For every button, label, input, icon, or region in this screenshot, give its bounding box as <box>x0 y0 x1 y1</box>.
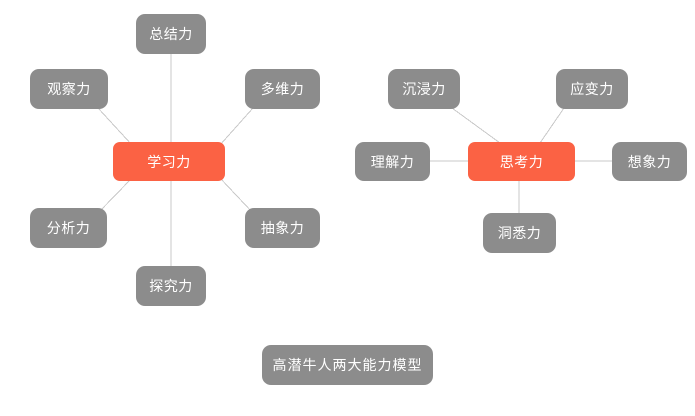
leaf-node-thinking-1[interactable]: 应变力 <box>556 69 628 109</box>
leaf-node-learning-1-label: 观察力 <box>47 81 91 97</box>
connector-line <box>97 107 133 146</box>
leaf-node-learning-4[interactable]: 抽象力 <box>245 208 320 248</box>
leaf-node-thinking-0[interactable]: 沉浸力 <box>388 69 460 109</box>
leaf-node-thinking-3-label: 想象力 <box>627 153 672 170</box>
hub-node-thinking-label: 思考力 <box>499 153 544 170</box>
hub-node-learning[interactable]: 学习力 <box>113 142 225 181</box>
connector-line <box>219 177 254 214</box>
connector-line <box>451 107 501 144</box>
diagram-caption[interactable]: 高潜牛人两大能力模型 <box>262 345 433 385</box>
connector-line <box>97 177 133 214</box>
leaf-node-learning-0[interactable]: 总结力 <box>136 14 206 54</box>
leaf-node-learning-2[interactable]: 多维力 <box>245 69 320 109</box>
leaf-node-learning-1[interactable]: 观察力 <box>30 69 108 109</box>
hub-node-learning-label: 学习力 <box>147 153 191 170</box>
leaf-node-thinking-4[interactable]: 洞悉力 <box>483 213 556 253</box>
leaf-node-thinking-0-label: 沉浸力 <box>402 81 446 97</box>
leaf-node-thinking-1-label: 应变力 <box>570 81 614 97</box>
leaf-node-learning-3[interactable]: 分析力 <box>30 208 107 248</box>
hub-node-thinking[interactable]: 思考力 <box>468 142 575 181</box>
leaf-node-thinking-4-label: 洞悉力 <box>497 225 542 241</box>
leaf-node-learning-0-label: 总结力 <box>149 26 193 42</box>
connector-line <box>219 107 254 146</box>
leaf-node-learning-5-label: 探究力 <box>149 278 193 294</box>
leaf-node-learning-5[interactable]: 探究力 <box>136 266 206 306</box>
leaf-node-learning-2-label: 多维力 <box>260 81 305 97</box>
diagram-caption-label: 高潜牛人两大能力模型 <box>272 357 423 373</box>
leaf-node-thinking-2-label: 理解力 <box>370 153 415 170</box>
leaf-node-thinking-3[interactable]: 想象力 <box>612 142 687 181</box>
leaf-node-learning-3-label: 分析力 <box>46 220 91 236</box>
connector-line <box>539 107 565 144</box>
leaf-node-learning-4-label: 抽象力 <box>260 220 305 236</box>
leaf-node-thinking-2[interactable]: 理解力 <box>355 142 430 181</box>
